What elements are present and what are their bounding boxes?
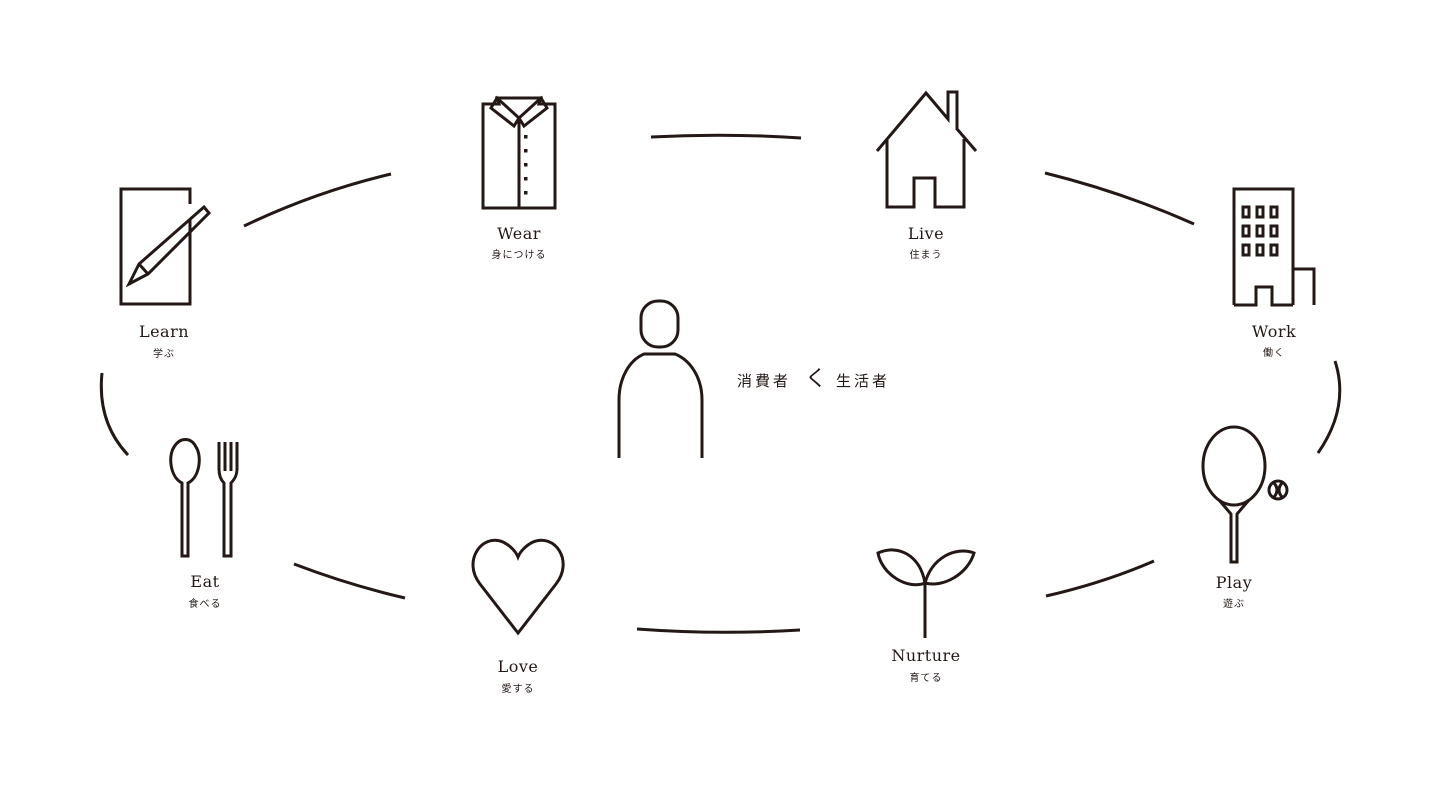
sprout-icon [876,548,976,638]
label-en-love: Love [498,657,539,676]
spoon-fork-icon [169,438,239,558]
arc-nurture-love [636,627,801,634]
label-en-learn: Learn [139,322,189,341]
label-ja-eat: 食べる [189,597,222,610]
label-ja-live: 住まう [910,248,943,261]
house-icon [875,90,978,209]
arc-wear-live [650,133,802,140]
node-work: Work 働く [1232,187,1316,359]
label-en-play: Play [1216,573,1252,592]
node-love: Love 愛する [471,538,565,695]
label-en-live: Live [908,224,944,243]
arc-live-work [1044,171,1195,226]
node-live: Live 住まう [875,90,978,261]
label-en-work: Work [1252,322,1296,341]
arc-eat-learn [99,372,130,457]
shirt-icon [481,95,557,210]
label-ja-play: 遊ぶ [1223,597,1245,610]
cycle-arcs [99,133,1342,634]
node-play: Play 遊ぶ [1201,425,1289,610]
node-learn: Learn 学ぶ [119,187,212,360]
comparison-symbol: く [805,367,827,392]
label-en-wear: Wear [497,224,541,243]
label-ja-learn: 学ぶ [153,347,175,360]
label-ja-love: 愛する [502,682,535,695]
arc-play-nurture [1045,559,1155,598]
label-ja-nurture: 育てる [910,671,943,684]
notebook-pencil-icon [119,187,212,306]
node-wear: Wear 身につける [481,95,557,261]
office-building-icon [1232,187,1316,307]
node-eat: Eat 食べる [169,438,239,610]
heart-icon [471,538,565,636]
node-nurture: Nurture 育てる [876,548,976,684]
term-consumer: 消費者 [737,372,791,390]
center-person: 消費者 く 生活者 [617,299,890,458]
arc-work-play [1316,360,1342,454]
term-seikatsusha: 生活者 [836,372,890,390]
label-en-eat: Eat [190,572,219,591]
label-ja-work: 働く [1263,346,1285,359]
person-icon [617,299,704,458]
label-ja-wear: 身につける [492,248,547,261]
tennis-racket-icon [1201,425,1289,564]
arc-love-eat [293,562,406,600]
arc-learn-wear [243,172,392,228]
label-en-nurture: Nurture [891,646,960,665]
